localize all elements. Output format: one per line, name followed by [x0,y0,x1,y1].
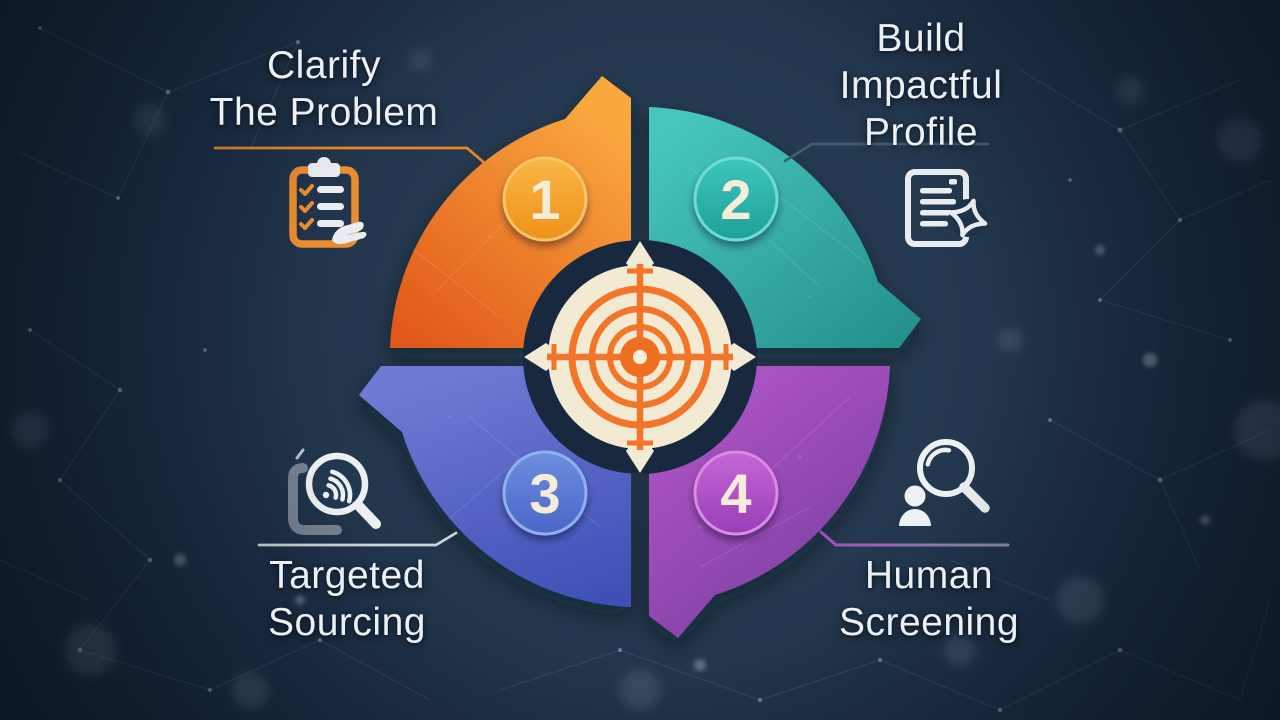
step-2-label: Build Impactful Profile [840,15,1003,156]
document-star-icon [905,169,988,247]
step-2-badge: 2 [693,156,779,242]
plexus-background [0,26,1280,712]
step-3-badge: 3 [502,450,588,536]
step-2-connector [783,142,990,163]
step-1-badge: 1 [502,156,588,242]
step-1-connector [213,146,497,174]
svg-text:4: 4 [720,462,751,525]
step-4-label-line: Human [864,554,994,597]
step-4-label-line: Screening [838,601,1020,644]
step-3-label: Targeted Sourcing [268,552,426,646]
step-2-label-line: Impactful [839,64,1003,107]
step-3-label-line: Targeted [269,554,425,597]
bullseye-target-icon [547,264,733,450]
step-1-label-line: The Problem [209,91,439,134]
step-1-label-line: Clarify [266,44,382,87]
step-2-label-line: Profile [863,111,979,154]
process-wheel: 1 2 3 4 [359,76,921,638]
svg-text:2: 2 [720,168,751,231]
step-1-label: Clarify The Problem [210,42,439,136]
step-3-connector [257,531,458,547]
step-4-connector [819,530,1010,547]
step-4-label: Human Screening [839,552,1019,646]
magnifier-radar-icon [288,448,381,535]
magnifier-person-icon [899,439,990,526]
clipboard-checklist-icon [289,157,367,248]
step-3-label-line: Sourcing [268,601,426,644]
step-2-label-line: Build [876,17,966,60]
svg-text:1: 1 [529,168,560,231]
svg-text:3: 3 [529,462,560,525]
step-4-badge: 4 [693,450,779,536]
